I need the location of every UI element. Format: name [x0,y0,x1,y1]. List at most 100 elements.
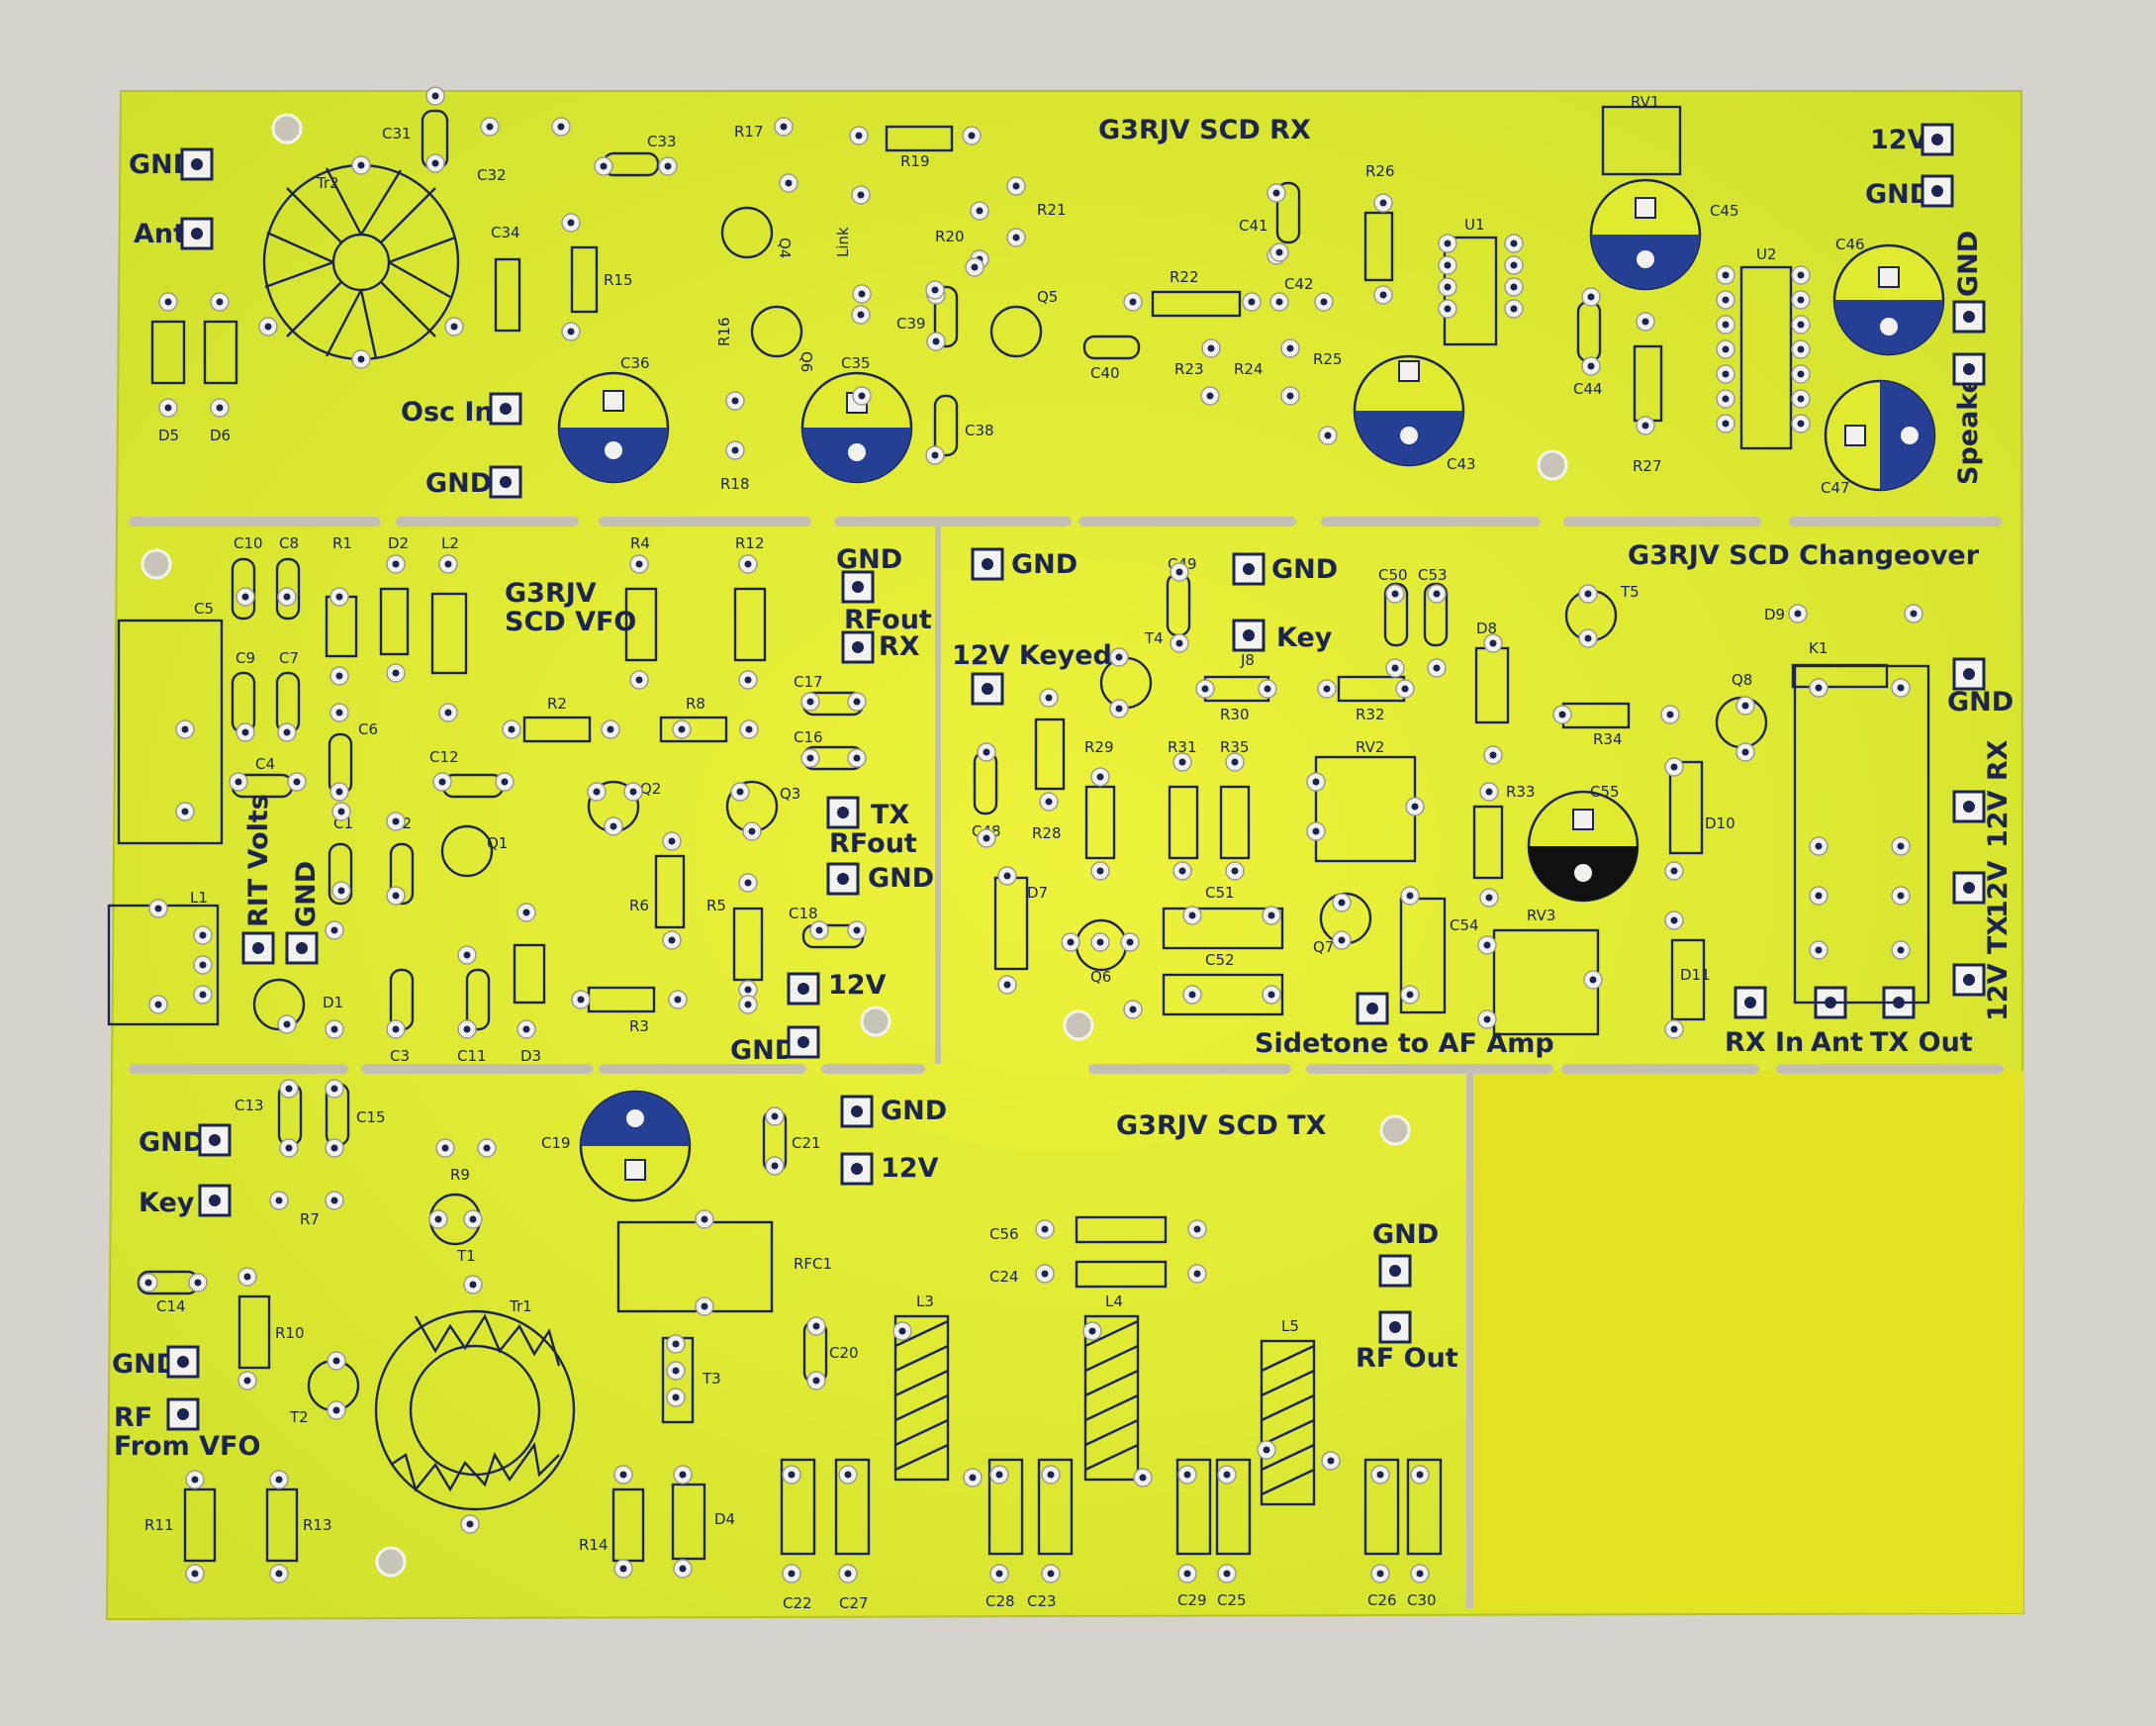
drill-hole [431,92,439,100]
drill-hole [444,560,452,568]
component-label: C25 [1217,1591,1247,1609]
drill-hole [450,323,458,331]
drill-hole [1815,684,1823,692]
component-label: R4 [630,534,650,552]
drill-hole [1587,362,1595,370]
drill-hole [1188,911,1196,919]
co-12v-keyed-label: 12V Keyed [952,640,1112,671]
drill-hole [1815,842,1823,850]
component-label: R1 [332,534,352,552]
drill-hole [1797,345,1805,353]
component-label: C51 [1205,884,1235,902]
drill-hole [1338,899,1346,907]
component-label: R25 [1313,350,1343,368]
drill-hole [976,207,984,215]
drill-hole [1510,240,1518,247]
drill-hole [771,1112,779,1120]
component-label: R34 [1593,730,1623,748]
component-label: C46 [1835,236,1865,253]
co-12v-rx-label: 12V RX [1983,739,2014,848]
co-key-label: Key [1276,623,1333,653]
drill-hole [1188,991,1196,999]
component-label: R28 [1032,824,1062,842]
drill-hole [1897,684,1905,692]
component-label: K1 [1809,639,1828,657]
drill-hole [1088,1327,1096,1335]
drill-hole [1207,344,1215,352]
component-label: R18 [720,475,750,493]
drill-hole [788,1570,796,1578]
component-label: C44 [1573,380,1603,398]
component-label: D4 [714,1510,735,1528]
drill-hole [1391,590,1399,598]
drill-hole [1193,1270,1201,1278]
tx-rf-out-label: RF Out [1356,1343,1458,1374]
component-label: L3 [916,1293,934,1310]
drill-hole [392,892,400,900]
drill-hole [392,669,400,677]
drill-hole [392,1025,400,1033]
electrolytic-capacitors [557,178,1945,1202]
vfo-gnd4-label: GND [291,861,322,927]
drill-hole [931,451,939,459]
component-label: C50 [1378,566,1408,584]
drill-hole [335,788,343,796]
drill-hole [522,1025,530,1033]
component-label: D7 [1027,884,1048,902]
component-label: U1 [1464,216,1485,234]
drill-hole [1444,305,1452,313]
pcb-board [105,90,2025,1621]
component-label: R26 [1365,162,1395,180]
rx-gnd3-label: GND [1865,179,1931,210]
component-label: C15 [356,1108,386,1126]
vfo-tx-label: TX [871,800,909,830]
component-label: RV2 [1356,738,1384,756]
component-label: R23 [1174,360,1204,378]
co-12v-label: 12V [1983,860,2014,918]
drill-hole [283,1020,291,1028]
drill-hole [1183,1570,1191,1578]
drill-hole [744,879,752,887]
drill-hole [1485,788,1493,796]
component-label: C53 [1418,566,1448,584]
component-label: Q4 [776,238,794,258]
drill-hole [785,179,793,187]
drill-hole [241,728,249,736]
vfo-rx-label: RX [879,631,920,662]
drill-hole [199,931,207,939]
vfo-rfout2-label: RFout [829,828,917,859]
drill-hole [1797,271,1805,279]
drill-hole [441,1144,449,1152]
component-label: D9 [1764,606,1785,623]
drill-hole [1897,892,1905,900]
component-label: C16 [794,728,823,746]
drill-hole [1797,370,1805,378]
drill-hole [844,1471,852,1479]
component-label: R14 [579,1536,609,1554]
co-12v-tx-label: 12V TX [1983,915,2014,1021]
drill-hole [283,593,291,601]
drill-hole [1401,685,1409,693]
component-label: C38 [965,422,994,439]
drill-hole [293,778,301,786]
component-label: C34 [491,224,520,241]
drill-hole [285,1085,293,1093]
connector-pads [166,123,1986,1431]
component-label: R32 [1356,706,1385,723]
drill-hole [806,754,814,762]
drill-hole [1012,182,1020,190]
drill-hole [1897,946,1905,954]
drill-hole [154,1001,162,1008]
component-label: RV3 [1527,907,1555,924]
vfo-rfout-label: RFout [844,605,932,635]
component-label: RV1 [1631,93,1659,111]
drill-hole [664,162,672,170]
drill-hole [216,404,224,412]
drill-hole [668,936,676,944]
drill-hole [968,132,976,140]
drill-hole [593,788,601,796]
component-label: Tr1 [509,1297,532,1315]
drill-hole [1231,758,1239,766]
component-label: C40 [1090,364,1120,382]
